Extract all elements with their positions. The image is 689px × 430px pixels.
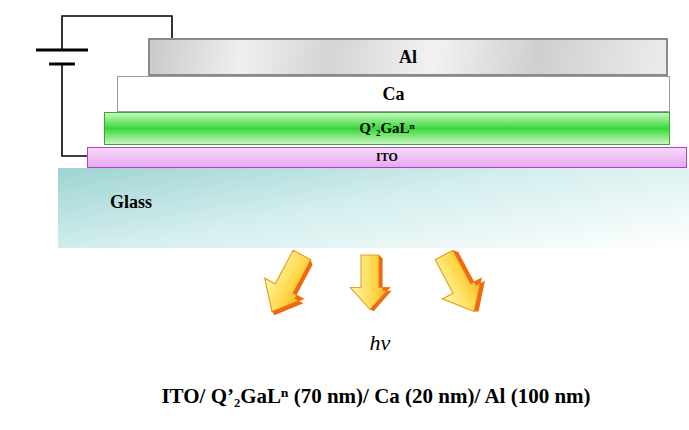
emissive-layer: Q’₂GaLⁿ — [104, 112, 670, 145]
layer-label: Al — [399, 47, 417, 68]
layer-label: Q’₂GaLⁿ — [359, 120, 415, 137]
layer-label: ITO — [376, 150, 398, 165]
ca-layer: Ca — [117, 76, 670, 112]
layer-label: Ca — [383, 84, 405, 105]
photon-label: hν — [330, 330, 430, 356]
ito-layer: ITO — [87, 147, 687, 168]
device-caption: ITO/ Q’₂GaLⁿ (70 nm)/ Ca (20 nm)/ Al (10… — [63, 384, 689, 409]
al-layer: Al — [148, 38, 668, 76]
light-arrows — [252, 244, 497, 325]
layer-label: Glass — [110, 192, 152, 213]
glass-substrate: Glass — [58, 168, 689, 248]
